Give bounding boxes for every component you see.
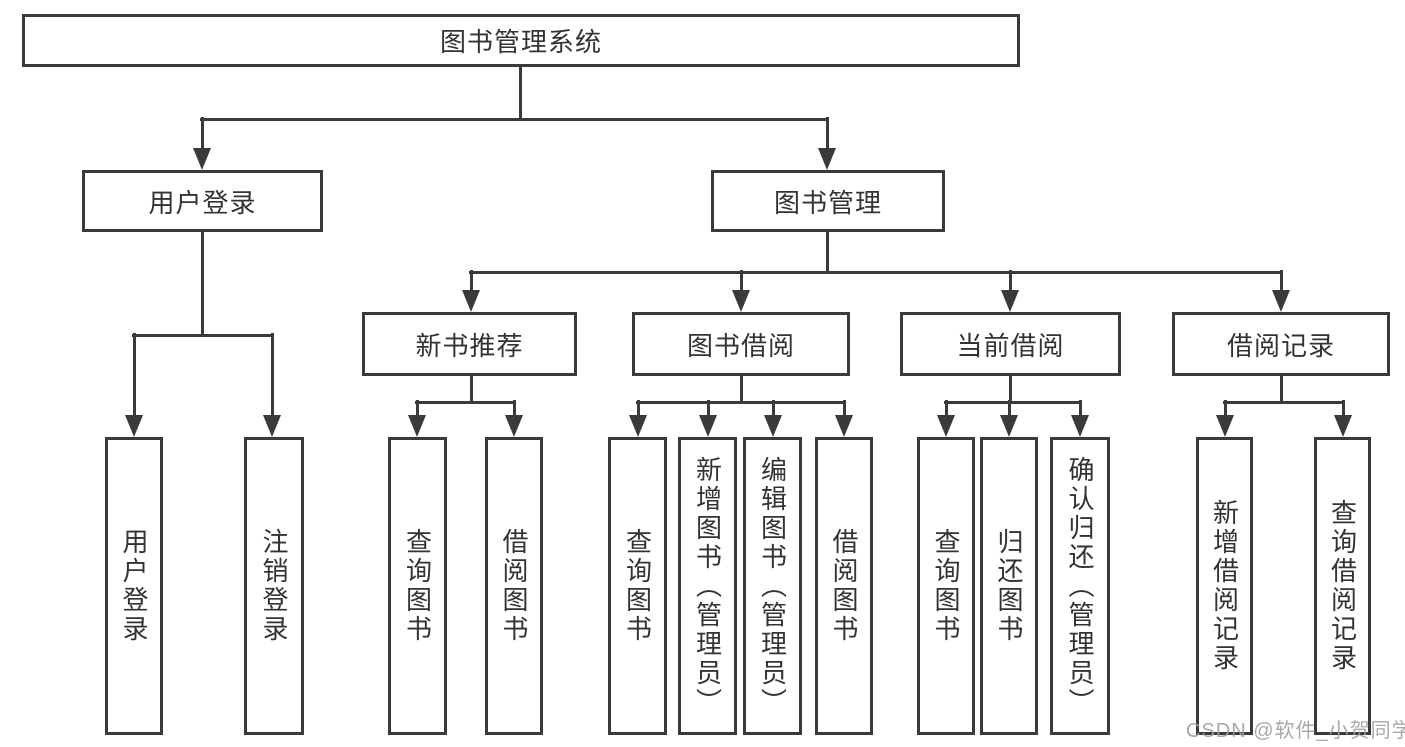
leaf-borrow-books-recommend: 借阅图书 — [485, 437, 543, 735]
node-label: 用户登录 — [148, 187, 257, 218]
arrowhead-down-icon — [1216, 415, 1234, 437]
connector-line — [740, 270, 743, 290]
arrowhead-down-icon — [125, 415, 143, 437]
arrowhead-down-icon — [1334, 415, 1352, 437]
connector-line — [1079, 400, 1082, 415]
node-label: 编辑图书（管理员） — [757, 455, 788, 717]
leaf-confirm-return-admin: 确认归还（管理员） — [1050, 437, 1110, 735]
connector-line — [637, 400, 640, 415]
connector-line — [415, 401, 516, 404]
node-label: 图书管理 — [773, 187, 882, 218]
leaf-borrow-books: 借阅图书 — [815, 437, 873, 735]
node-label: 用户登录 — [119, 528, 149, 644]
leaf-edit-books-admin: 编辑图书（管理员） — [743, 437, 802, 735]
connector-line — [470, 270, 473, 290]
connector-line — [1342, 400, 1345, 415]
arrowhead-down-icon — [462, 290, 480, 312]
node-label: 查询图书 — [622, 528, 653, 644]
connector-line — [843, 400, 846, 415]
node-label: 新增图书（管理员） — [692, 455, 723, 717]
node-book-management: 图书管理 — [711, 170, 945, 232]
connector-line — [416, 400, 419, 415]
leaf-query-books-recommend: 查询图书 — [388, 437, 447, 735]
node-label: 当前借阅 — [956, 330, 1065, 361]
connector-line — [944, 401, 1082, 404]
connector-line — [201, 117, 204, 148]
connector-line — [132, 334, 274, 337]
node-label: 新书推荐 — [415, 330, 524, 361]
leaf-user-login: 用户登录 — [105, 437, 163, 735]
node-label: 借阅图书 — [499, 528, 529, 644]
arrowhead-down-icon — [408, 415, 426, 437]
connector-line — [740, 376, 743, 402]
connector-line — [133, 333, 136, 415]
leaf-logout: 注销登录 — [244, 437, 304, 735]
node-label: 归还图书 — [994, 528, 1024, 644]
arrowhead-down-icon — [835, 415, 853, 437]
arrowhead-down-icon — [505, 415, 523, 437]
node-label: 借阅图书 — [829, 528, 859, 644]
connector-line — [470, 376, 473, 402]
node-label: 新增借阅记录 — [1209, 499, 1240, 673]
connector-line — [772, 400, 775, 415]
arrowhead-down-icon — [937, 415, 955, 437]
node-user-login: 用户登录 — [82, 170, 323, 232]
connector-line — [469, 271, 1283, 274]
connector-line — [1009, 270, 1012, 290]
connector-line — [1223, 401, 1345, 404]
node-label: 注销登录 — [259, 528, 289, 644]
node-book-borrow: 图书借阅 — [632, 312, 850, 376]
node-label: 查询图书 — [402, 528, 433, 644]
connector-line — [945, 400, 948, 415]
connector-line — [1008, 400, 1011, 415]
connector-line — [707, 400, 710, 415]
connector-line — [513, 400, 516, 415]
csdn-watermark: CSDN @软件_小贺同学 — [1186, 720, 1405, 742]
arrowhead-down-icon — [818, 148, 836, 170]
leaf-query-books-borrow: 查询图书 — [608, 437, 667, 735]
arrowhead-down-icon — [193, 148, 211, 170]
leaf-return-books: 归还图书 — [980, 437, 1038, 735]
arrowhead-down-icon — [629, 415, 647, 437]
node-label: 图书借阅 — [686, 330, 795, 361]
leaf-add-borrow-record: 新增借阅记录 — [1196, 437, 1253, 735]
arrowhead-down-icon — [699, 415, 717, 437]
leaf-add-books-admin: 新增图书（管理员） — [678, 437, 737, 735]
connector-line — [1224, 400, 1227, 415]
arrowhead-down-icon — [732, 290, 750, 312]
node-root-library-system: 图书管理系统 — [22, 14, 1020, 67]
node-borrow-records: 借阅记录 — [1172, 312, 1390, 376]
node-new-book-recommend: 新书推荐 — [362, 312, 577, 376]
node-label: 查询图书 — [931, 528, 961, 644]
connector-line — [1280, 270, 1283, 290]
node-label: 图书管理系统 — [439, 27, 602, 57]
connector-line — [201, 232, 204, 335]
arrowhead-down-icon — [1272, 290, 1290, 312]
connector-line — [1280, 376, 1283, 402]
leaf-query-borrow-record: 查询借阅记录 — [1314, 437, 1371, 735]
connector-line — [1009, 376, 1012, 402]
node-label: 确认归还（管理员） — [1065, 455, 1095, 717]
connector-line — [636, 401, 846, 404]
node-label: 借阅记录 — [1226, 330, 1335, 361]
arrowhead-down-icon — [1000, 415, 1018, 437]
arrowhead-down-icon — [1071, 415, 1089, 437]
arrowhead-down-icon — [1001, 290, 1019, 312]
connector-line — [271, 333, 274, 415]
connector-line — [826, 117, 829, 148]
connector-line — [200, 118, 829, 121]
connector-line — [826, 232, 829, 272]
node-label: 查询借阅记录 — [1327, 499, 1358, 673]
node-current-borrow: 当前借阅 — [900, 312, 1121, 376]
leaf-query-books-current: 查询图书 — [917, 437, 975, 735]
connector-line — [519, 67, 522, 119]
arrowhead-down-icon — [263, 415, 281, 437]
arrowhead-down-icon — [764, 415, 782, 437]
